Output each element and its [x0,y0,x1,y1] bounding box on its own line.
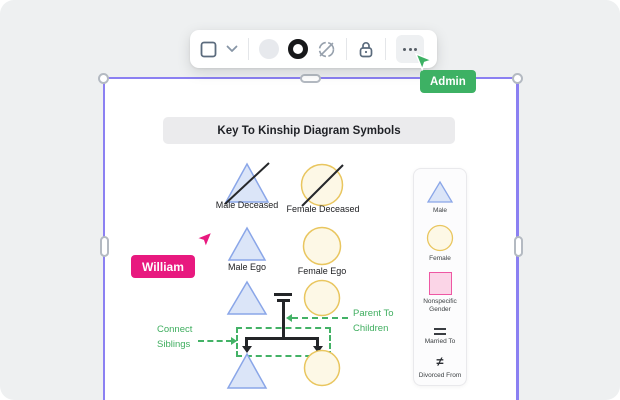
down-arrow-icon [241,346,252,353]
frame-title: Key To Kinship Diagram Symbols [217,124,401,137]
ellipsis-icon [403,47,406,51]
toolbar-divider [385,38,386,60]
square-shape-icon [200,41,217,57]
female-deceased-shape[interactable] [298,161,346,209]
not-equal-icon: ≠ [436,354,444,369]
legend-item-married: Married To [417,324,463,347]
toolbar-divider [346,38,347,60]
frame-title-bar[interactable]: Key To Kinship Diagram Symbols [163,117,455,144]
shape-select-button[interactable] [200,41,217,58]
legend-item-female: Female [417,224,463,263]
female-circle-icon [426,224,454,252]
william-cursor-icon [195,230,214,249]
male-deceased-shape[interactable] [223,160,271,206]
child-female-shape[interactable] [303,349,341,387]
parent-connector-line [282,302,285,339]
down-arrow-icon [312,346,323,353]
selection-handle-right-middle[interactable] [513,236,523,257]
no-color-button[interactable] [317,40,336,59]
parent-female-shape[interactable] [303,279,341,317]
symbol-label: Female Ego [297,266,347,276]
symbol-label: Male Ego [227,262,267,272]
child-drop-line [245,337,248,347]
annotation-parent-to-children: Parent To Children [353,308,394,334]
male-triangle-icon [426,180,454,203]
child-male-shape[interactable] [226,352,268,390]
legend-label: Divorced From [418,372,462,379]
left-arrow-icon [286,314,292,322]
legend-label: Nonspecific Gender [423,298,457,314]
child-drop-line [316,337,319,347]
legend-panel[interactable]: Male Female Nonspecific Gender Married T… [413,168,467,386]
sibling-connector-line [245,337,319,340]
collaborator-name: William [142,259,184,274]
symbol-label: Female Deceased [286,204,360,214]
annotation-arrow-line [292,317,348,319]
collaborator-badge-admin: Admin [420,70,476,93]
selection-handle-left-middle[interactable] [99,236,109,257]
admin-cursor-icon [414,52,433,71]
padlock-icon [359,41,373,57]
collaborator-name: Admin [430,75,466,88]
annotation-connect-siblings: Connect Siblings [157,324,193,350]
shape-dropdown-button[interactable] [226,45,238,53]
chevron-down-icon [226,45,238,52]
selection-handle-top-right[interactable] [512,72,523,84]
lock-button[interactable] [357,40,375,59]
married-to-symbol [277,299,290,302]
right-arrow-icon [231,337,237,345]
annotation-arrow-line [198,340,232,342]
legend-item-nonspecific: Nonspecific Gender [417,272,463,314]
female-ego-shape[interactable] [302,226,342,266]
legend-label: Married To [424,337,456,345]
context-toolbar [190,30,437,68]
selection-handle-top-left[interactable] [98,72,109,84]
stroke-color-button[interactable] [288,39,308,59]
toolbar-divider [248,38,249,60]
legend-item-male: Male [417,180,463,215]
selection-handle-top-center[interactable] [300,73,321,83]
equals-icon [434,327,446,335]
parent-male-shape[interactable] [226,280,268,316]
legend-label: Female [429,255,451,263]
male-ego-shape[interactable] [227,226,267,262]
legend-label: Male [432,207,448,214]
fill-swatch-icon [259,39,279,59]
legend-item-divorced: ≠ Divorced From [417,355,463,380]
circle-slash-icon [318,41,335,57]
fill-color-button[interactable] [259,39,279,59]
stroke-ring-icon [288,39,308,59]
collaborator-badge-william: William [131,255,195,278]
nonspecific-square-icon [428,272,452,296]
symbol-label: Male Deceased [215,200,279,210]
married-to-symbol [274,293,292,296]
